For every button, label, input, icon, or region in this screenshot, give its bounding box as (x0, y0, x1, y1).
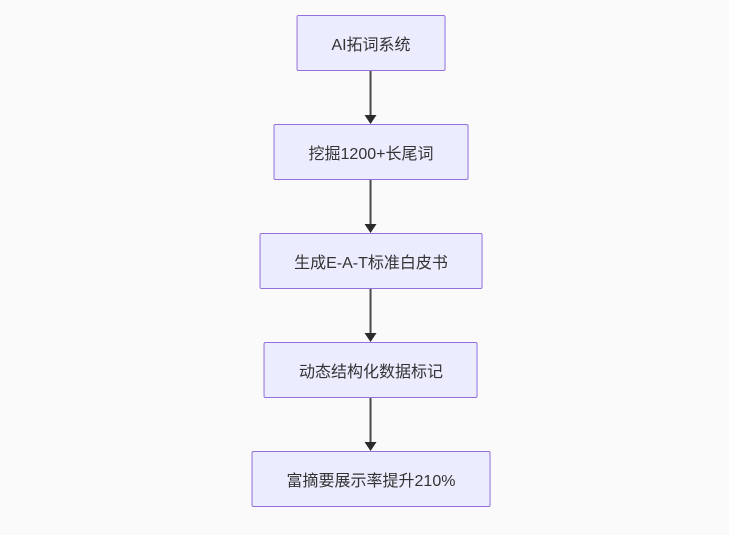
arrow-head-icon (365, 115, 377, 124)
flow-node-rich-snippet-rate: 富摘要展示率提升210% (251, 451, 491, 507)
flow-node-label: 动态结构化数据标记 (298, 364, 443, 381)
arrow-head-icon (365, 442, 377, 451)
flow-node-longtail-keywords: 挖掘1200+长尾词 (273, 124, 469, 180)
flow-node-label: 挖掘1200+长尾词 (308, 146, 434, 163)
flow-node-eat-whitepaper: 生成E-A-T标准白皮书 (259, 233, 483, 289)
flow-arrow (365, 71, 377, 124)
arrow-line (370, 180, 372, 224)
arrow-head-icon (365, 224, 377, 233)
flowchart: AI拓词系统 挖掘1200+长尾词 生成E-A-T标准白皮书 动态结构化数据标记… (251, 15, 491, 507)
flow-arrow (365, 289, 377, 342)
arrow-head-icon (365, 333, 377, 342)
flow-arrow (365, 398, 377, 451)
flow-arrow (365, 180, 377, 233)
arrow-line (370, 71, 372, 115)
arrow-line (370, 398, 372, 442)
flow-node-label: 生成E-A-T标准白皮书 (294, 255, 448, 272)
flow-node-structured-data-markup: 动态结构化数据标记 (263, 342, 478, 398)
flow-node-label: 富摘要展示率提升210% (286, 473, 456, 490)
flow-node-ai-word-expansion-system: AI拓词系统 (296, 15, 446, 71)
flow-node-label: AI拓词系统 (331, 37, 411, 54)
arrow-line (370, 289, 372, 333)
